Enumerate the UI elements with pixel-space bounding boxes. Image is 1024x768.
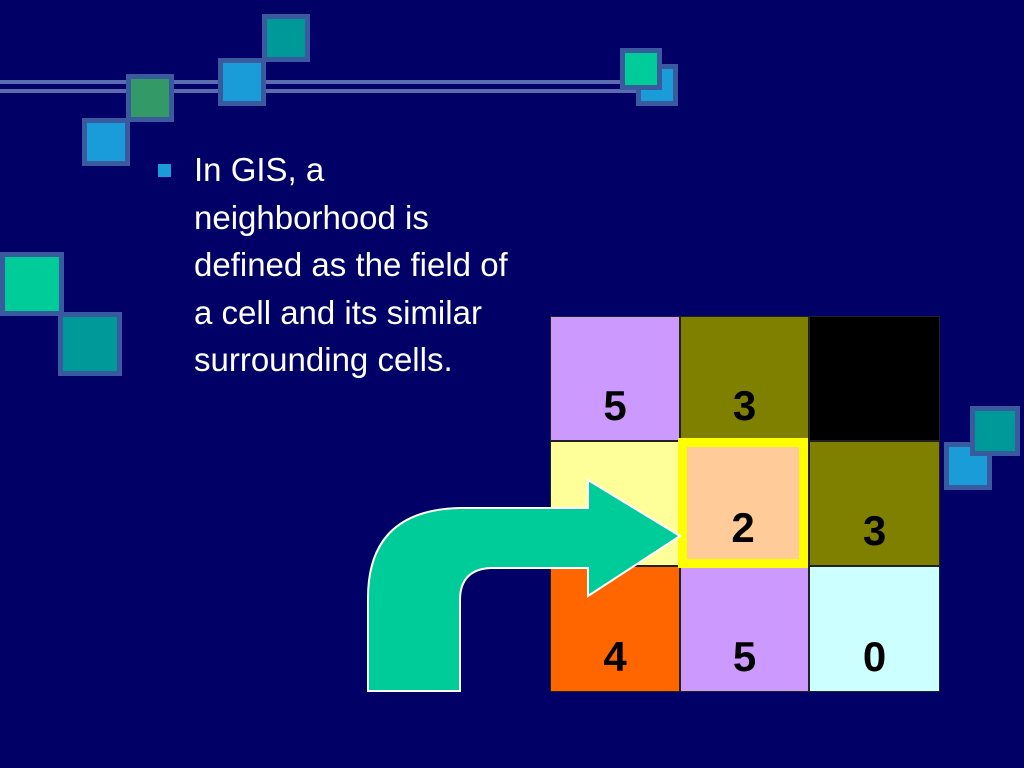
decor-square: [58, 312, 122, 376]
grid-cell-r2-c1: 5: [680, 566, 809, 692]
decor-line-top: [0, 80, 660, 84]
decor-square: [262, 14, 310, 62]
decor-square: [126, 74, 174, 122]
grid-cell-r0-c1: 3: [680, 316, 809, 441]
grid-cell-value: 5: [603, 382, 627, 429]
grid-cell-value: 3: [732, 382, 757, 429]
decor-square: [620, 48, 662, 90]
grid-cell-value: 5: [732, 633, 757, 680]
decor-line-bottom: [0, 89, 660, 93]
grid-cell-value: 3: [862, 507, 887, 554]
grid-cell-value: 0: [862, 633, 887, 680]
focus-cell-value: 2: [731, 504, 755, 551]
curved-arrow-shape: [367, 478, 682, 692]
focus-cell-outline: [678, 438, 808, 568]
bullet-text: In GIS, a neighborhood is defined as the…: [194, 151, 508, 378]
decor-square: [82, 118, 130, 166]
decor-square: [218, 58, 266, 106]
grid-cell-r0-c2: [809, 316, 940, 441]
decor-square: [970, 406, 1020, 456]
grid-cell-value: 4: [603, 633, 627, 680]
grid-cell-r0-c0: 5: [550, 316, 680, 441]
bullet-square-icon: [158, 164, 171, 177]
grid-cell-r2-c2: 0: [809, 566, 940, 692]
decor-square: [0, 252, 64, 316]
grid-cell-r1-c2: 3: [809, 441, 940, 566]
focus-cell-fill: [687, 447, 799, 559]
